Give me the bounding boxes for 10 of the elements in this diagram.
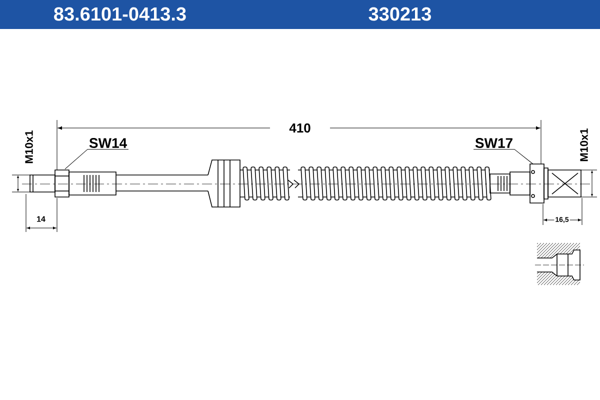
dimension-label: M10x1: [24, 129, 34, 165]
dimension-label: 410: [288, 122, 312, 134]
dimension-label: M10x1: [579, 127, 589, 163]
leader-line: [473, 149, 534, 164]
part-number: 83.6101-0413.3: [54, 7, 186, 21]
part-number: 330213: [368, 7, 431, 21]
leader-line: [64, 149, 129, 170]
dimension-label: 14: [36, 215, 46, 223]
callout-label: SW17: [475, 138, 512, 148]
callout-label: SW14: [89, 138, 127, 148]
